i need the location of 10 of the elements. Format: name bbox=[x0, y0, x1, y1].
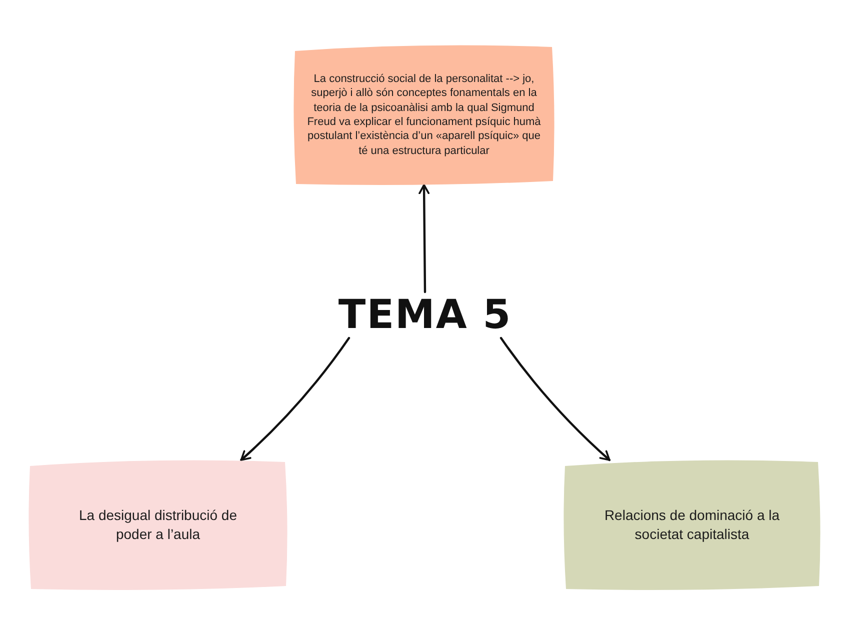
note-card bbox=[293, 45, 555, 185]
card-text: Relacions de dominació a la societat capitalista bbox=[603, 506, 781, 544]
card-text: La construcció social de la personalitat --> jo, superjò i allò són conceptes fonamentals en la teoria de la psicoanàlisi amb la qual Sigmund Freud va explicar el funcionament psíquic humà postulant l’existència d’un «aparell psíquic» que té una estructura particular bbox=[306, 72, 542, 158]
topic-heading: TEMA 5 bbox=[330, 292, 520, 338]
arrow bbox=[418, 184, 430, 294]
note-card bbox=[28, 460, 288, 590]
note-card bbox=[563, 460, 821, 590]
arrow bbox=[240, 336, 350, 462]
card-text: La desigual distribució de poder a l’aula bbox=[78, 506, 238, 544]
arrow bbox=[500, 336, 611, 462]
